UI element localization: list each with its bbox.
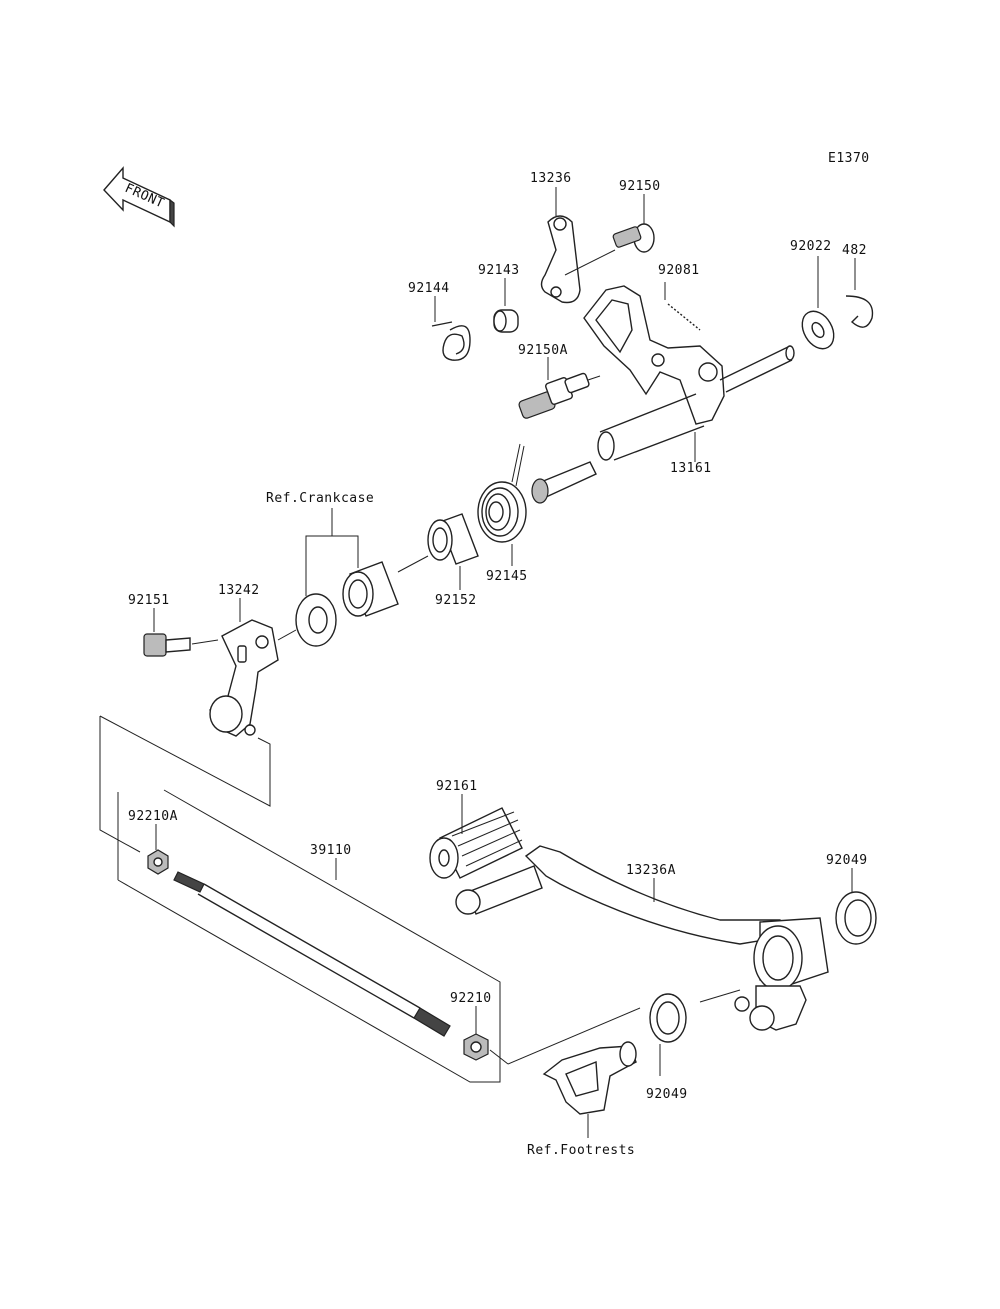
part-92210A-nut <box>147 849 169 875</box>
assembly-line-bearing <box>397 555 429 573</box>
part-13236-link-arm <box>540 215 581 304</box>
frame-line-left <box>99 716 141 853</box>
label-92145: 92145 <box>486 569 528 584</box>
part-13242-shift-lever <box>209 619 279 737</box>
part-92161-rubber <box>429 807 523 879</box>
label-13242: 13242 <box>218 583 260 598</box>
label-92152: 92152 <box>435 593 477 608</box>
frame-line-lower <box>117 789 501 1083</box>
leader-ref-crankcase <box>305 508 359 596</box>
label-92081: 92081 <box>658 263 700 278</box>
front-direction-arrow-icon: FRONT <box>103 166 175 228</box>
label-92210A: 92210A <box>128 809 178 824</box>
label-92144: 92144 <box>408 281 450 296</box>
assembly-line-13242 <box>277 629 297 641</box>
part-92150-bolt <box>612 223 655 253</box>
label-13236A: 13236A <box>626 863 676 878</box>
part-92210-nut <box>463 1033 489 1061</box>
part-92049-seal-right <box>835 891 877 945</box>
part-92143-collar <box>493 309 519 333</box>
assembly-line-92150A <box>587 375 601 381</box>
label-92151: 92151 <box>128 593 170 608</box>
label-39110: 39110 <box>310 843 352 858</box>
frame-line-upper <box>99 715 271 807</box>
part-13236A-shift-pedal <box>455 845 829 1031</box>
part-482-circlip <box>845 295 874 328</box>
assembly-line-92151 <box>191 639 219 645</box>
assembly-line-92150 <box>564 249 616 276</box>
label-ref-crankcase: Ref.Crankcase <box>266 491 374 506</box>
label-92150A: 92150A <box>518 343 568 358</box>
label-ref-footrests: Ref.Footrests <box>527 1143 635 1158</box>
assembly-line-92210-right <box>507 1007 641 1065</box>
label-13161: 13161 <box>670 461 712 476</box>
part-92049-seal-left <box>649 993 687 1043</box>
assembly-line-92210 <box>489 1049 509 1065</box>
part-13161-shift-shaft <box>531 345 795 504</box>
diagram-code: E1370 <box>828 151 870 166</box>
label-482: 482 <box>842 243 867 258</box>
assembly-line-pedal <box>699 989 741 1003</box>
part-92151-bolt <box>143 633 191 657</box>
part-92022-washer <box>801 310 835 350</box>
label-92150: 92150 <box>619 179 661 194</box>
part-92144-spring <box>431 321 471 361</box>
label-13236: 13236 <box>530 171 572 186</box>
part-92152-bushing <box>427 513 479 565</box>
part-oil-seal <box>295 593 337 647</box>
part-92081-spring <box>667 303 701 331</box>
label-92210: 92210 <box>450 991 492 1006</box>
part-39110-tie-rod <box>173 871 451 1037</box>
label-92143: 92143 <box>478 263 520 278</box>
label-92022: 92022 <box>790 239 832 254</box>
part-92145-return-spring <box>477 443 527 543</box>
part-shift-mechanism-plate <box>583 285 725 425</box>
part-92150A-stud-bolt <box>518 372 590 419</box>
part-footrest-bracket <box>542 1041 637 1115</box>
part-needle-bearing <box>342 561 399 617</box>
label-92049-bottom: 92049 <box>646 1087 688 1102</box>
label-92049-top: 92049 <box>826 853 868 868</box>
label-92161: 92161 <box>436 779 478 794</box>
